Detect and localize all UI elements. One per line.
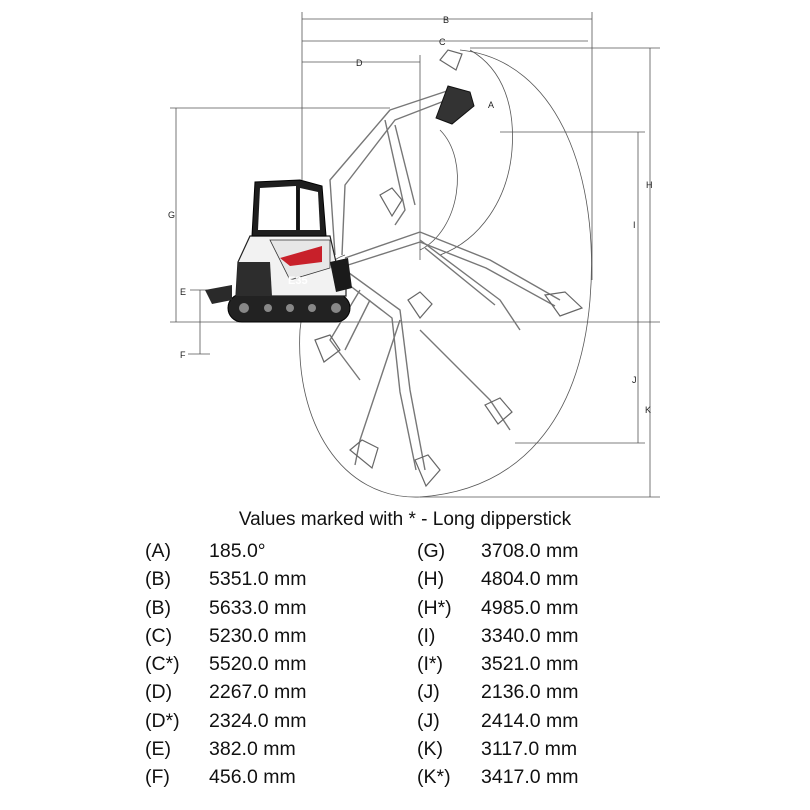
spec-value: 5520.0 mm (209, 653, 307, 676)
arm-reach (344, 231, 561, 307)
dim-letter-j: J (632, 375, 637, 385)
dim-letter-a: A (488, 100, 494, 110)
spec-label: (J) (417, 681, 440, 704)
dim-letter-h: H (646, 180, 653, 190)
spec-label: (E) (145, 738, 171, 761)
bucket-top (439, 49, 463, 71)
spec-value: 3521.0 mm (481, 653, 579, 676)
dim-letter-e: E (180, 287, 186, 297)
machine-model-label: E35 (288, 275, 308, 287)
dim-letter-c: C (439, 37, 446, 47)
spec-value: 2136.0 mm (481, 681, 579, 704)
spec-value: 5230.0 mm (209, 624, 307, 647)
spec-value: 2267.0 mm (209, 681, 307, 704)
spec-value: 5633.0 mm (209, 596, 307, 619)
dim-letter-i: I (633, 220, 636, 230)
spec-label: (K) (417, 738, 443, 761)
spec-value: 185.0° (209, 540, 266, 562)
spec-label: (I) (417, 624, 436, 647)
spec-label: (B) (145, 568, 171, 591)
spec-label: (D) (145, 681, 173, 704)
dim-letter-d: D (356, 58, 363, 68)
spec-value: 456.0 mm (209, 766, 296, 789)
long-dipperstick-note: Values marked with * - Long dipperstick (238, 509, 572, 530)
dim-letter-g: G (168, 210, 175, 220)
spec-value: 3417.0 mm (481, 766, 579, 789)
spec-label: (A) (145, 540, 171, 562)
bucket-highlight (435, 85, 475, 125)
spec-label: (J) (417, 709, 440, 732)
spec-label: (H*) (417, 596, 452, 619)
spec-value: 382.0 mm (209, 738, 296, 761)
spec-value: 2414.0 mm (481, 709, 579, 732)
working-range-diagram: E35 B C D A G E F H I J K (168, 12, 660, 498)
spec-label: (I*) (417, 653, 443, 676)
arc-inner (419, 129, 458, 251)
spec-value: 4985.0 mm (481, 596, 579, 619)
spec-value: 5351.0 mm (209, 568, 307, 591)
spec-label: (B) (145, 596, 171, 619)
dim-letter-k: K (645, 405, 651, 415)
spec-label: (C*) (145, 653, 180, 676)
spec-value: 2324.0 mm (209, 709, 307, 732)
spec-label: (H) (417, 568, 445, 591)
excavator (205, 179, 352, 323)
spec-label: (F) (145, 766, 170, 789)
spec-label: (G) (417, 540, 446, 562)
spec-label: (D*) (145, 709, 180, 732)
spec-value: 4804.0 mm (481, 568, 579, 591)
dim-letter-f: F (180, 350, 186, 360)
spec-value: 3340.0 mm (481, 624, 579, 647)
dim-letter-b: B (443, 15, 449, 25)
reach-envelope (299, 49, 592, 498)
arm-down (339, 269, 426, 471)
arm-raised (329, 89, 453, 256)
spec-label: (C) (145, 624, 173, 647)
arc-a (439, 49, 513, 256)
spec-value: 3708.0 mm (481, 540, 579, 562)
spec-value: 3117.0 mm (481, 738, 578, 761)
spec-label: (K*) (417, 766, 451, 789)
